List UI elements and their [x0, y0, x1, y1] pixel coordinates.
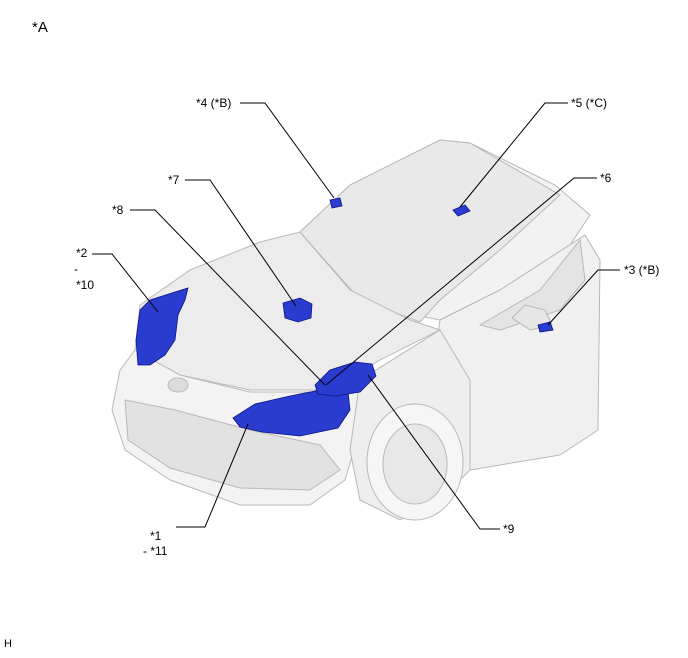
callout-5: *5 (*C): [571, 96, 608, 110]
leader-lines: [92, 102, 620, 530]
corner-code: H: [4, 638, 12, 650]
front-wheel-rim: [382, 423, 448, 505]
highlighted-parts: [135, 197, 554, 437]
callout-8: *8: [112, 203, 124, 217]
leader-8: [130, 209, 326, 386]
callout-7: *7: [168, 173, 180, 187]
callout-6: *6: [600, 171, 612, 185]
front-emblem: [167, 377, 189, 393]
callout-9: *9: [503, 522, 515, 536]
windshield-sensor: [452, 204, 471, 217]
leader-1: [176, 423, 249, 528]
left-mirror-part: [329, 197, 343, 209]
leader-7: [185, 179, 297, 307]
leader-6: [325, 177, 597, 386]
hood-module: [282, 297, 313, 323]
callout-2-dash: -: [74, 262, 78, 276]
callout-1: *1: [150, 529, 162, 543]
callout-3: *3 (*B): [624, 263, 660, 277]
callout-2: *2: [76, 246, 88, 260]
figure-id-label: *A: [32, 19, 48, 36]
car-illustration: [111, 139, 601, 521]
leader-4: [240, 102, 335, 199]
leader-2: [92, 253, 159, 313]
leader-3: [547, 269, 620, 326]
front-grille: [124, 399, 341, 491]
callout-1-range: - *11: [143, 544, 168, 558]
right-mirror-part: [537, 321, 554, 333]
headlight-ecu: [314, 361, 377, 397]
callout-4: *4 (*B): [196, 96, 232, 110]
leader-5: [459, 102, 568, 208]
side-window: [478, 238, 586, 331]
leader-9: [367, 374, 500, 530]
left-headlight-assembly: [135, 287, 189, 366]
callout-2-range: *10: [76, 278, 95, 292]
right-headlight-assembly: [232, 387, 351, 437]
